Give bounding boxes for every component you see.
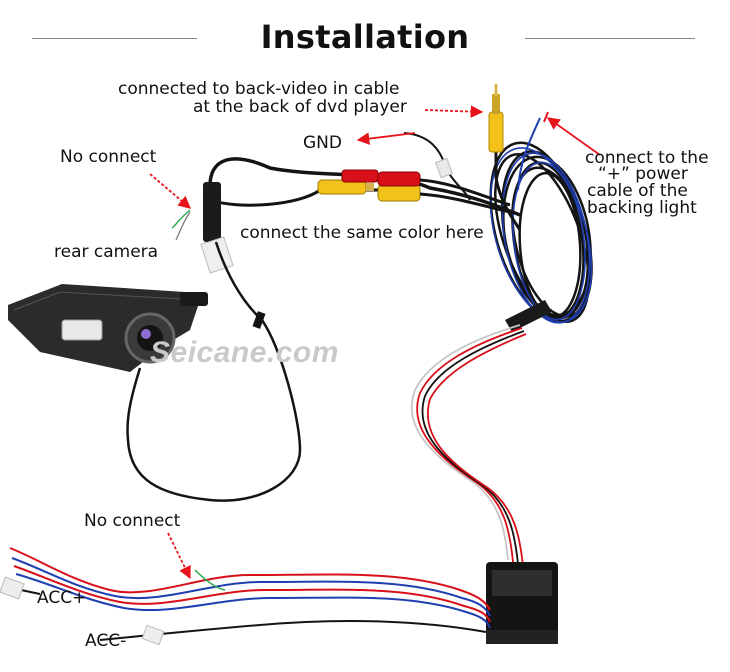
long-wire-bundle (410, 324, 527, 567)
label-power-line1: connect to the (585, 148, 709, 168)
arrow-gnd (356, 132, 416, 145)
page-title: Installation (260, 18, 470, 56)
label-same-color: connect the same color here (240, 223, 484, 243)
arrow-back-video (424, 105, 484, 118)
rear-camera (8, 284, 208, 372)
coil-connector (505, 300, 552, 332)
label-acc-minus: ACC- (85, 631, 127, 651)
title-rule-right (525, 38, 695, 39)
control-box (486, 562, 558, 644)
label-back-video-line2: at the back of dvd player (193, 97, 407, 117)
video-rca-plug (488, 84, 522, 231)
camera-cable (126, 241, 302, 502)
label-no-connect-bottom: No connect (84, 511, 181, 531)
label-power-line2: “+” power (598, 164, 688, 184)
title-rule-left (32, 38, 197, 39)
label-gnd: GND (303, 133, 342, 153)
watermark: Seicane.com (150, 336, 339, 369)
label-acc-plus: ACC+ (37, 588, 87, 608)
label-power-line3: cable of the (587, 181, 688, 201)
label-back-video-line1: connected to back-video in cable (118, 79, 400, 99)
rca-pair (317, 169, 511, 214)
coil-blue-wire (489, 147, 593, 324)
power-wire (517, 117, 541, 191)
arrow-no-connect-top (149, 173, 191, 209)
arrow-power (546, 117, 601, 156)
label-no-connect-top: No connect (60, 147, 157, 167)
harness-connector (203, 182, 221, 242)
label-rear-camera: rear camera (54, 242, 159, 262)
arrow-no-connect-bottom (167, 532, 191, 580)
label-power-line4: backing light (587, 198, 697, 218)
pointer-arrows (149, 105, 601, 580)
